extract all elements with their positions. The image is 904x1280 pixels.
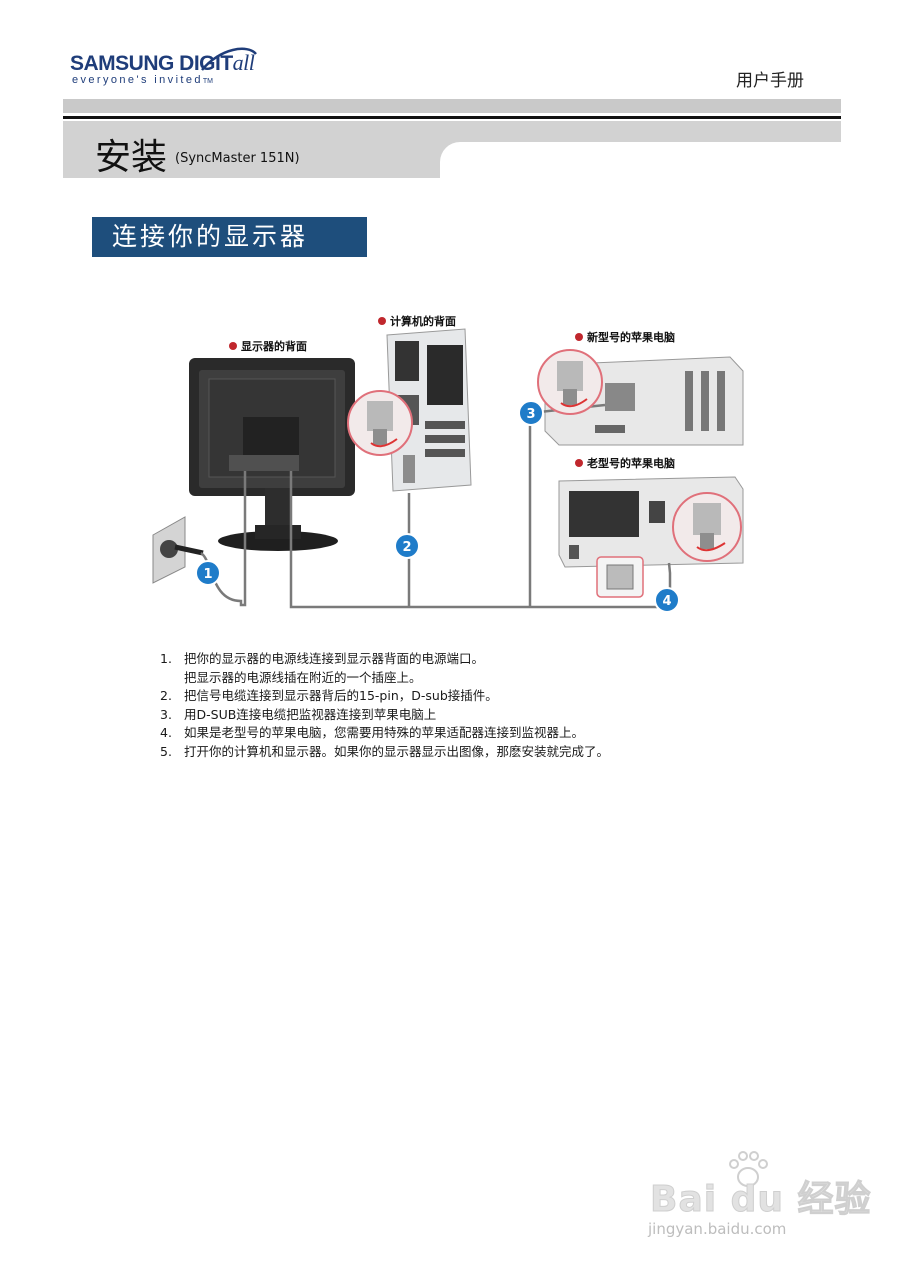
- svg-text:新型号的苹果电脑: 新型号的苹果电脑: [587, 330, 675, 344]
- adapter-inset: [596, 556, 644, 598]
- brand-name: SAMSUNG DIGITall: [70, 50, 255, 75]
- baidu-watermark: Bai du 经验 jingyan.baidu.com: [640, 1150, 871, 1245]
- label-new-mac: 新型号的苹果电脑: [575, 330, 675, 344]
- svg-text:老型号的苹果电脑: 老型号的苹果电脑: [586, 456, 675, 470]
- watermark-text: Bai du 经验: [650, 1179, 872, 1221]
- magnifier-new-mac: [537, 349, 603, 415]
- step-5: 5. 打开你的计算机和显示器。如果你的显示器显示出图像，那麽安装就完成了。: [160, 743, 610, 759]
- header-gray-bar: [63, 99, 841, 113]
- callout-4: 4: [654, 587, 680, 613]
- magnifier-computer: [347, 390, 413, 456]
- step-1: 1. 把你的显示器的电源线连接到显示器背面的电源端口。 把显示器的电源线插在附近…: [160, 651, 485, 685]
- section-heading: 连接你的显示器: [92, 217, 367, 257]
- instruction-steps: 1. 把你的显示器的电源线连接到显示器背面的电源端口。 把显示器的电源线插在附近…: [160, 650, 609, 762]
- manual-label: 用户手册: [736, 71, 804, 91]
- svg-text:2: 2: [402, 540, 411, 555]
- model-name: (SyncMaster 151N): [175, 151, 300, 166]
- step-2: 2. 把信号电缆连接到显示器背后的15-pin，D-sub接插件。: [160, 688, 498, 704]
- callout-1: 1: [195, 560, 221, 586]
- header-rule: [63, 116, 841, 119]
- label-monitor-back: 显示器的背面: [229, 339, 307, 353]
- title-band: [63, 121, 440, 178]
- callout-2: 2: [394, 533, 420, 559]
- svg-text:显示器的背面: 显示器的背面: [241, 339, 307, 353]
- callout-3: 3: [518, 400, 544, 426]
- magnifier-old-mac: [672, 492, 742, 562]
- step-3: 3. 用D-SUB连接电缆把监视器连接到苹果电脑上: [160, 706, 437, 722]
- title-tab: [440, 121, 841, 142]
- title-tab-curve: [440, 142, 460, 178]
- brand-tagline: everyone's invitedTM: [72, 74, 214, 86]
- svg-text:计算机的背面: 计算机的背面: [390, 314, 456, 328]
- monitor-back-illustration: [189, 358, 355, 551]
- watermark-url: jingyan.baidu.com: [648, 1220, 787, 1238]
- label-computer-back: 计算机的背面: [378, 314, 456, 328]
- wall-outlet: [152, 516, 204, 584]
- connection-diagram: 显示器的背面 计算机的背面 新型号的苹果电脑 老型号的苹果电脑: [152, 314, 744, 613]
- samsung-logo: SAMSUNG DIGITall everyone's invitedTM: [70, 44, 270, 92]
- paw-icon: [729, 1151, 768, 1187]
- svg-text:4: 4: [662, 594, 671, 609]
- svg-text:1: 1: [203, 567, 212, 582]
- svg-text:3: 3: [526, 407, 535, 422]
- logo-swoosh-icon: [201, 47, 257, 71]
- label-old-mac: 老型号的苹果电脑: [575, 456, 675, 470]
- page-title: 安装: [95, 137, 168, 178]
- step-4: 4. 如果是老型号的苹果电脑，您需要用特殊的苹果适配器连接到监视器上。: [160, 725, 585, 741]
